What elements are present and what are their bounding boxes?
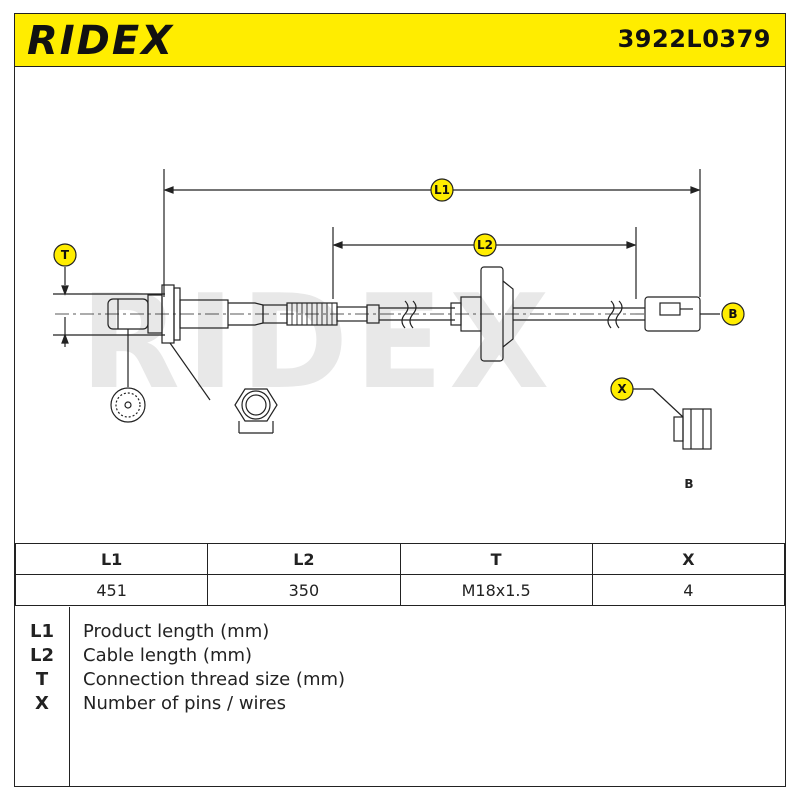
l2-label: L2 <box>477 238 493 252</box>
legend-key: L1 <box>30 621 54 642</box>
legend-desc: Product length (mm) <box>83 621 270 642</box>
svg-text:RIDEX: RIDEX <box>27 18 174 62</box>
legend-item: T Connection thread size (mm) <box>15 669 785 693</box>
header-t: T <box>399 543 593 575</box>
spec-table: L1 L2 T X 451 350 M18x1.5 4 <box>15 543 785 606</box>
legend-item: L1 Product length (mm) <box>15 621 785 645</box>
legend-key: T <box>35 669 49 690</box>
legend-desc: Cable length (mm) <box>83 645 253 666</box>
connector-b-label: B <box>684 477 693 491</box>
sensor-drawing-svg: RIDEX <box>53 169 745 491</box>
spec-value-row: 451 350 M18x1.5 4 <box>15 574 785 606</box>
header-x: X <box>591 543 785 575</box>
legend-divider <box>69 607 70 786</box>
t-label: T <box>61 248 70 262</box>
legend-key: X <box>35 693 49 714</box>
brand-logo: RIDEX <box>27 18 207 66</box>
b-badge <box>721 302 745 326</box>
value-l2: 350 <box>207 574 401 606</box>
legend-desc: Number of pins / wires <box>83 693 287 714</box>
l2-badge <box>473 233 497 257</box>
legend-desc: Connection thread size (mm) <box>83 669 346 690</box>
legend-item: X Number of pins / wires <box>15 693 785 717</box>
header-l1: L1 <box>15 543 209 575</box>
b-label: B <box>728 307 737 321</box>
t-badge <box>53 243 77 267</box>
value-t: M18x1.5 <box>399 574 593 606</box>
value-x: 4 <box>591 574 785 606</box>
part-number: 3922L0379 <box>617 25 771 53</box>
legend-key: L2 <box>30 645 54 666</box>
l1-label: L1 <box>434 183 450 197</box>
datasheet-frame: RIDEX 3922L0379 RIDEX <box>14 13 786 787</box>
value-l1: 451 <box>15 574 209 606</box>
legend-item: L2 Cable length (mm) <box>15 645 785 669</box>
watermark-logo: RIDEX <box>80 266 555 418</box>
spec-header-row: L1 L2 T X <box>15 543 785 575</box>
x-badge <box>610 377 634 401</box>
header-l2: L2 <box>207 543 401 575</box>
x-label: X <box>617 382 627 396</box>
l1-badge <box>430 178 454 202</box>
legend: L1 Product length (mm) L2 Cable length (… <box>15 607 785 786</box>
technical-drawing: RIDEX <box>15 67 785 543</box>
header-bar: RIDEX 3922L0379 <box>15 14 785 67</box>
